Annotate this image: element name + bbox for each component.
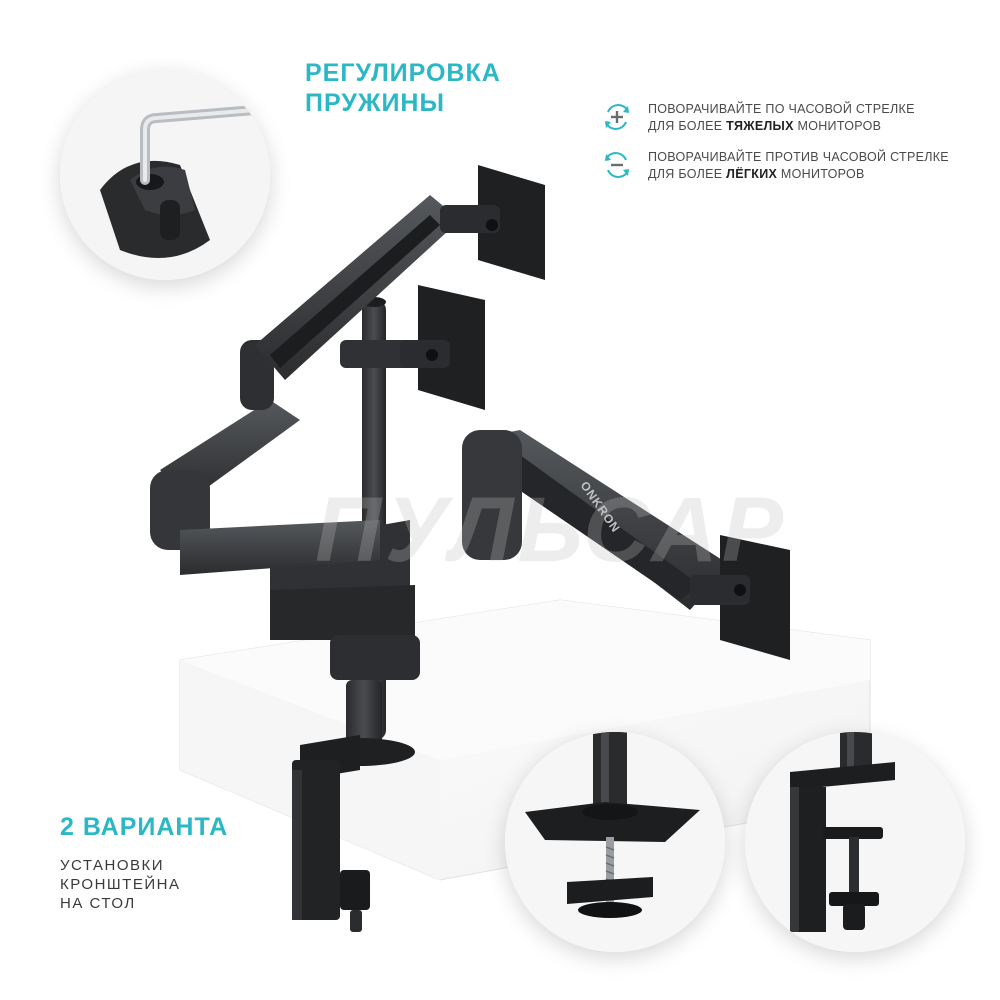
install-variants-title: 2 ВАРИАНТА xyxy=(60,813,229,841)
hex-key-adjust-drawing xyxy=(60,70,270,280)
watermark: ПУЛЬСАР xyxy=(315,479,788,581)
tip-1-line2-suffix: МОНИТОРОВ xyxy=(793,119,882,133)
variants-sub-line3: НА СТОЛ xyxy=(60,895,136,912)
tip-clockwise: ПОВОРАЧИВАЙТЕ ПО ЧАСОВОЙ СТРЕЛКЕ ДЛЯ БОЛ… xyxy=(600,100,980,135)
vesa-plate-top xyxy=(440,165,545,280)
clamp-mount-drawing xyxy=(745,732,965,952)
rotate-counterclockwise-minus-icon xyxy=(605,152,629,178)
spring-title-line2: ПРУЖИНЫ xyxy=(305,89,445,117)
grommet-mount-drawing xyxy=(505,732,725,952)
tip-1-line1: ПОВОРАЧИВАЙТЕ ПО ЧАСОВОЙ СТРЕЛКЕ xyxy=(648,102,915,116)
vesa-plate-middle xyxy=(400,285,485,410)
left-lower-arm xyxy=(150,400,380,575)
grommet-mount-image xyxy=(505,732,725,952)
tip-2-line2-suffix: МОНИТОРОВ xyxy=(777,167,865,181)
install-variants-subtitle: УСТАНОВКИ КРОНШТЕЙНА НА СТОЛ xyxy=(60,856,240,913)
variants-sub-line1: УСТАНОВКИ xyxy=(60,857,165,874)
clamp-mount-image xyxy=(745,732,965,952)
tip-1-line2-prefix: ДЛЯ БОЛЕЕ xyxy=(648,119,727,133)
spring-title-line1: РЕГУЛИРОВКА xyxy=(305,59,501,87)
desk-clamp xyxy=(292,680,415,932)
tip-2-line2-prefix: ДЛЯ БОЛЕЕ xyxy=(648,167,727,181)
vesa-plate-right xyxy=(690,535,790,660)
right-gas-arm xyxy=(462,430,730,610)
variants-sub-line2: КРОНШТЕЙНА xyxy=(60,876,181,893)
tip-2-line2-bold: ЛЁГКИХ xyxy=(726,167,778,181)
tip-counterclockwise: ПОВОРАЧИВАЙТЕ ПРОТИВ ЧАСОВОЙ СТРЕЛКЕ ДЛЯ… xyxy=(600,148,980,183)
spring-adjust-title: РЕГУЛИРОВКА ПРУЖИНЫ xyxy=(305,58,501,118)
tip-1-line2-bold: ТЯЖЕЛЫХ xyxy=(726,119,794,133)
rotate-clockwise-plus-icon xyxy=(605,104,629,130)
upper-gas-arm xyxy=(240,195,460,410)
spring-detail-image xyxy=(60,70,270,280)
tip-2-line1: ПОВОРАЧИВАЙТЕ ПРОТИВ ЧАСОВОЙ СТРЕЛКЕ xyxy=(648,150,949,164)
